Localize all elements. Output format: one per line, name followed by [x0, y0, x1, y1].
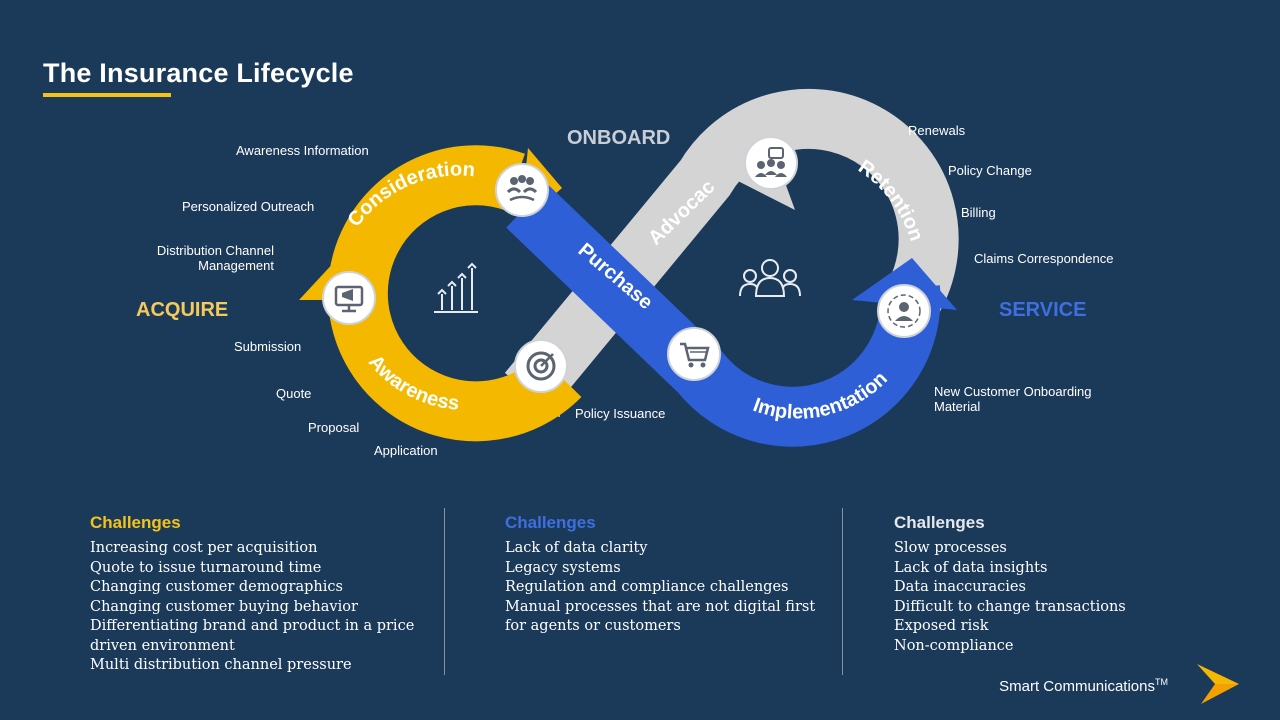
list-item: for agents or customers — [505, 618, 681, 634]
list-item: driven environment — [90, 637, 235, 654]
customer-service-icon — [877, 284, 931, 338]
onboard-challenges: Challenges Lack of data clarity Legacy s… — [505, 513, 835, 637]
list-item: Exposed risk — [894, 618, 989, 634]
team-handshake-icon — [495, 163, 549, 217]
label-policy-change: Policy Change — [948, 163, 1032, 178]
label-awareness-information: Awareness Information — [236, 143, 369, 158]
list-item: Regulation and compliance challenges — [505, 579, 789, 595]
label-proposal: Proposal — [308, 420, 360, 435]
list-item: Quote to issue turnaround time — [90, 559, 322, 576]
group-chat-icon — [744, 136, 798, 190]
shopping-cart-icon — [667, 327, 721, 381]
service-heading: SERVICE — [999, 299, 1087, 321]
title-underline — [43, 93, 171, 97]
onboard-heading: ONBOARD — [567, 127, 671, 149]
brand-name: Smart CommunicationsTM — [999, 677, 1168, 695]
label-billing: Billing — [961, 205, 996, 220]
megaphone-monitor-icon — [322, 271, 376, 325]
acquire-challenges: Challenges Increasing cost per acquisiti… — [90, 513, 420, 676]
list-item: Non-compliance — [894, 637, 1014, 654]
list-item: Multi distribution channel pressure — [90, 657, 352, 673]
list-item: Slow processes — [894, 540, 1007, 556]
growth-chart-icon — [434, 262, 478, 313]
column-divider — [842, 508, 843, 675]
page-title: The Insurance Lifecycle — [43, 58, 354, 88]
list-item: Changing customer demographics — [90, 579, 343, 595]
list-item: Lack of data clarity — [505, 540, 648, 556]
people-group-icon — [739, 259, 801, 297]
label-submission: Submission — [234, 339, 302, 354]
column-divider — [444, 508, 445, 675]
label-quote: Quote — [276, 386, 312, 401]
label-new-customer-onboarding: New Customer Onboarding Material — [934, 384, 1092, 414]
label-application: Application — [374, 443, 438, 458]
list-item: Lack of data insights — [894, 559, 1048, 576]
target-icon — [514, 339, 568, 393]
list-item: Difficult to change transactions — [894, 598, 1126, 615]
challenges-heading: Challenges — [505, 513, 596, 532]
service-challenges: Challenges Slow processes Lack of data i… — [894, 513, 1224, 656]
lifecycle-infinity-diagram: Consideration Awareness Purchase Advocac… — [0, 0, 959, 447]
label-personalized-outreach: Personalized Outreach — [182, 199, 315, 214]
list-item: Differentiating brand and product in a p… — [90, 618, 415, 634]
label-renewals: Renewals — [908, 123, 966, 138]
brand-logo-icon — [1197, 664, 1239, 704]
list-item: Increasing cost per acquisition — [90, 540, 318, 556]
label-claims-correspondence: Claims Correspondence — [974, 251, 1114, 266]
list-item: Manual processes that are not digital fi… — [505, 598, 816, 615]
acquire-heading: ACQUIRE — [136, 299, 229, 321]
challenges-heading: Challenges — [90, 513, 181, 532]
list-item: Changing customer buying behavior — [90, 598, 358, 615]
label-policy-issuance: Policy Issuance — [575, 406, 666, 421]
challenges-heading: Challenges — [894, 513, 985, 532]
list-item: Data inaccuracies — [894, 579, 1026, 595]
label-distribution-channel: Distribution Channel Management — [156, 243, 274, 273]
list-item: Legacy systems — [505, 559, 621, 576]
